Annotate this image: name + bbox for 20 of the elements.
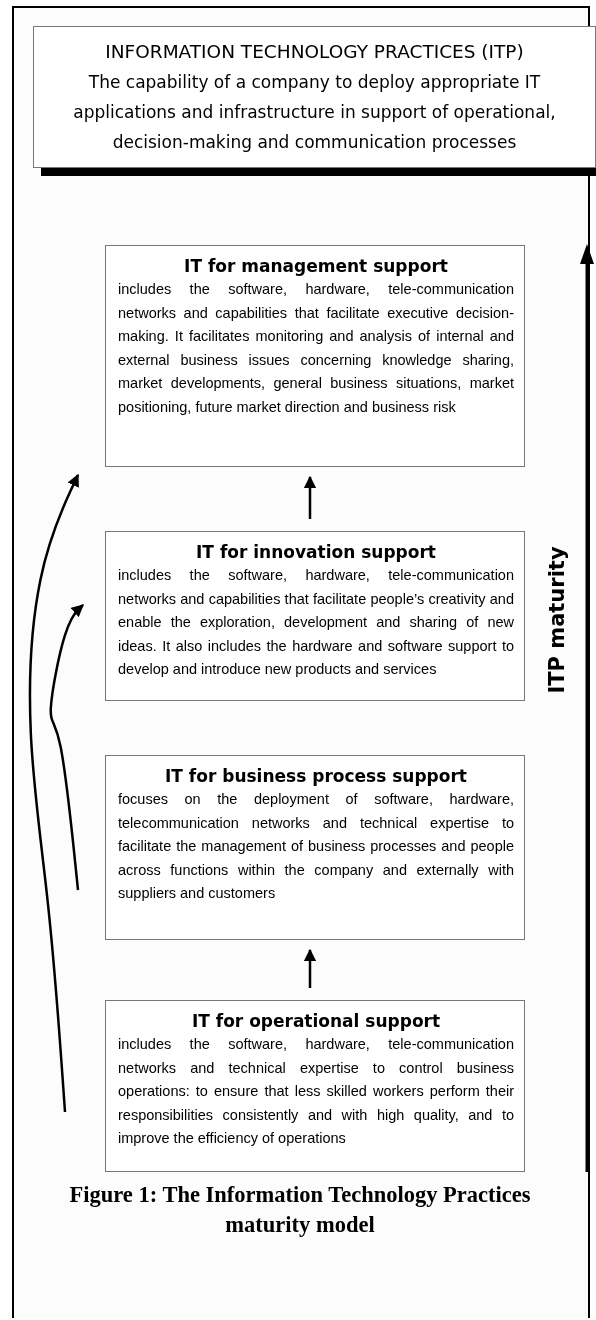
box-heading: IT for management support [183,255,449,278]
box-description: includes the software, hardware, tele-communication networks and capabilities that facilitate executive decision-making. It facilitates monitoring and analysis of internal and external business issues concerning knowledge sharing, market developments, general business situations, market positioning, future market direction and business risk [118,280,514,417]
box-heading: IT for business process support [164,765,468,788]
level-box [105,245,525,467]
axis-label: ITP maturity [544,546,569,694]
figure-caption: Figure 1: The Information Technology Practices maturity model [68,1181,532,1239]
box-description: focuses on the deployment of software, hardware, telecommunication networks and technical expertise to facilitate the management of business processes and people across functions within the company and externally with suppliers and customers [118,790,514,903]
box-description: The capability of a company to deploy appropriate IT applications and infrastructure in support of operational, decision-making and communication processes [72,71,557,154]
box-heading: INFORMATION TECHNOLOGY PRACTICES (ITP) [104,40,525,64]
arrow [49,604,84,891]
arrow [303,475,317,519]
arrow [303,948,317,988]
box-description: includes the software, hardware, tele-communication networks and capabilities that facilitate people’s creativity and enable the exploration, development and sharing of new ideas. It also includes the hardware and software support to develop and introduce new products and services [118,566,514,679]
level-box [105,1000,525,1172]
level-box [105,531,525,701]
arrow [28,473,80,1113]
box-heading: IT for innovation support [195,541,437,564]
level-box [105,755,525,940]
box-description: includes the software, hardware, tele-communication networks and technical expertise to control business operations: to ensure that less skilled workers perform their responsibilities consistently and with high quality, and to improve the efficiency of operations [118,1035,514,1148]
box-heading: IT for operational support [190,1010,442,1033]
